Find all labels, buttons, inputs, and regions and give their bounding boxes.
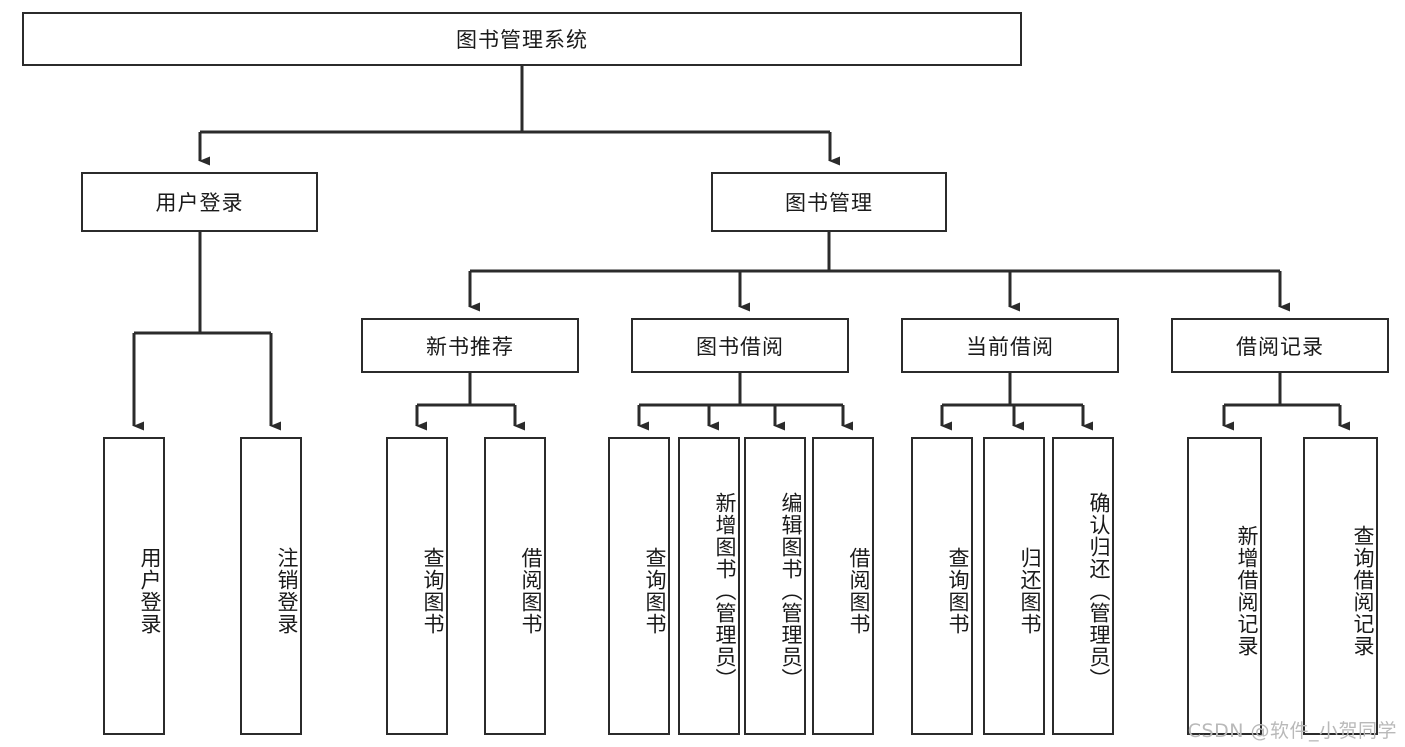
node-new-book-recommendation[interactable]: 新书推荐: [361, 318, 579, 373]
node-current-borrow[interactable]: 当前借阅: [901, 318, 1119, 373]
node-label: 查询图书: [421, 547, 445, 635]
node-book-management[interactable]: 图书管理: [711, 172, 947, 232]
node-user-login[interactable]: 用户登录: [81, 172, 318, 232]
node-label: 注销登录: [275, 547, 299, 635]
leaf-user-logout[interactable]: 注销登录: [240, 437, 302, 735]
node-root-system[interactable]: 图书管理系统: [22, 12, 1022, 66]
node-label: 借阅记录: [1236, 334, 1324, 359]
node-label: 查询借阅记录: [1351, 525, 1375, 657]
leaf-return-books[interactable]: 归还图书: [983, 437, 1045, 735]
node-label: 查询图书: [643, 547, 667, 635]
leaf-confirm-return-admin[interactable]: 确认归还（管理员）: [1052, 437, 1114, 735]
node-book-borrow[interactable]: 图书借阅: [631, 318, 849, 373]
leaf-borrow-books[interactable]: 借阅图书: [812, 437, 874, 735]
node-label: 借阅图书: [847, 547, 871, 635]
leaf-add-borrow-record[interactable]: 新增借阅记录: [1187, 437, 1262, 735]
node-label: 用户登录: [155, 191, 244, 215]
node-label: 编辑图书（管理员）: [779, 492, 803, 690]
node-label: 图书借阅: [696, 334, 784, 359]
leaf-query-books-current[interactable]: 查询图书: [911, 437, 973, 735]
node-label: 借阅图书: [519, 547, 543, 635]
node-label: 用户登录: [138, 547, 162, 635]
node-label: 新增借阅记录: [1235, 525, 1259, 657]
node-borrow-record[interactable]: 借阅记录: [1171, 318, 1389, 373]
leaf-add-book-admin[interactable]: 新增图书（管理员）: [678, 437, 740, 735]
node-label: 归还图书: [1018, 547, 1042, 635]
leaf-user-login[interactable]: 用户登录: [103, 437, 165, 735]
leaf-query-borrow-record[interactable]: 查询借阅记录: [1303, 437, 1378, 735]
node-label: 新书推荐: [426, 334, 514, 359]
leaf-edit-book-admin[interactable]: 编辑图书（管理员）: [744, 437, 806, 735]
node-label: 确认归还（管理员）: [1087, 492, 1111, 690]
node-label: 图书管理系统: [456, 28, 588, 52]
leaf-query-books-borrow[interactable]: 查询图书: [608, 437, 670, 735]
watermark: CSDN @软件_小贺同学: [1187, 720, 1397, 742]
node-label: 图书管理: [785, 191, 873, 215]
leaf-query-books-recommend[interactable]: 查询图书: [386, 437, 448, 735]
node-label: 新增图书（管理员）: [713, 492, 737, 690]
leaf-borrow-books-recommend[interactable]: 借阅图书: [484, 437, 546, 735]
node-label: 当前借阅: [966, 334, 1054, 359]
node-label: 查询图书: [946, 547, 970, 635]
